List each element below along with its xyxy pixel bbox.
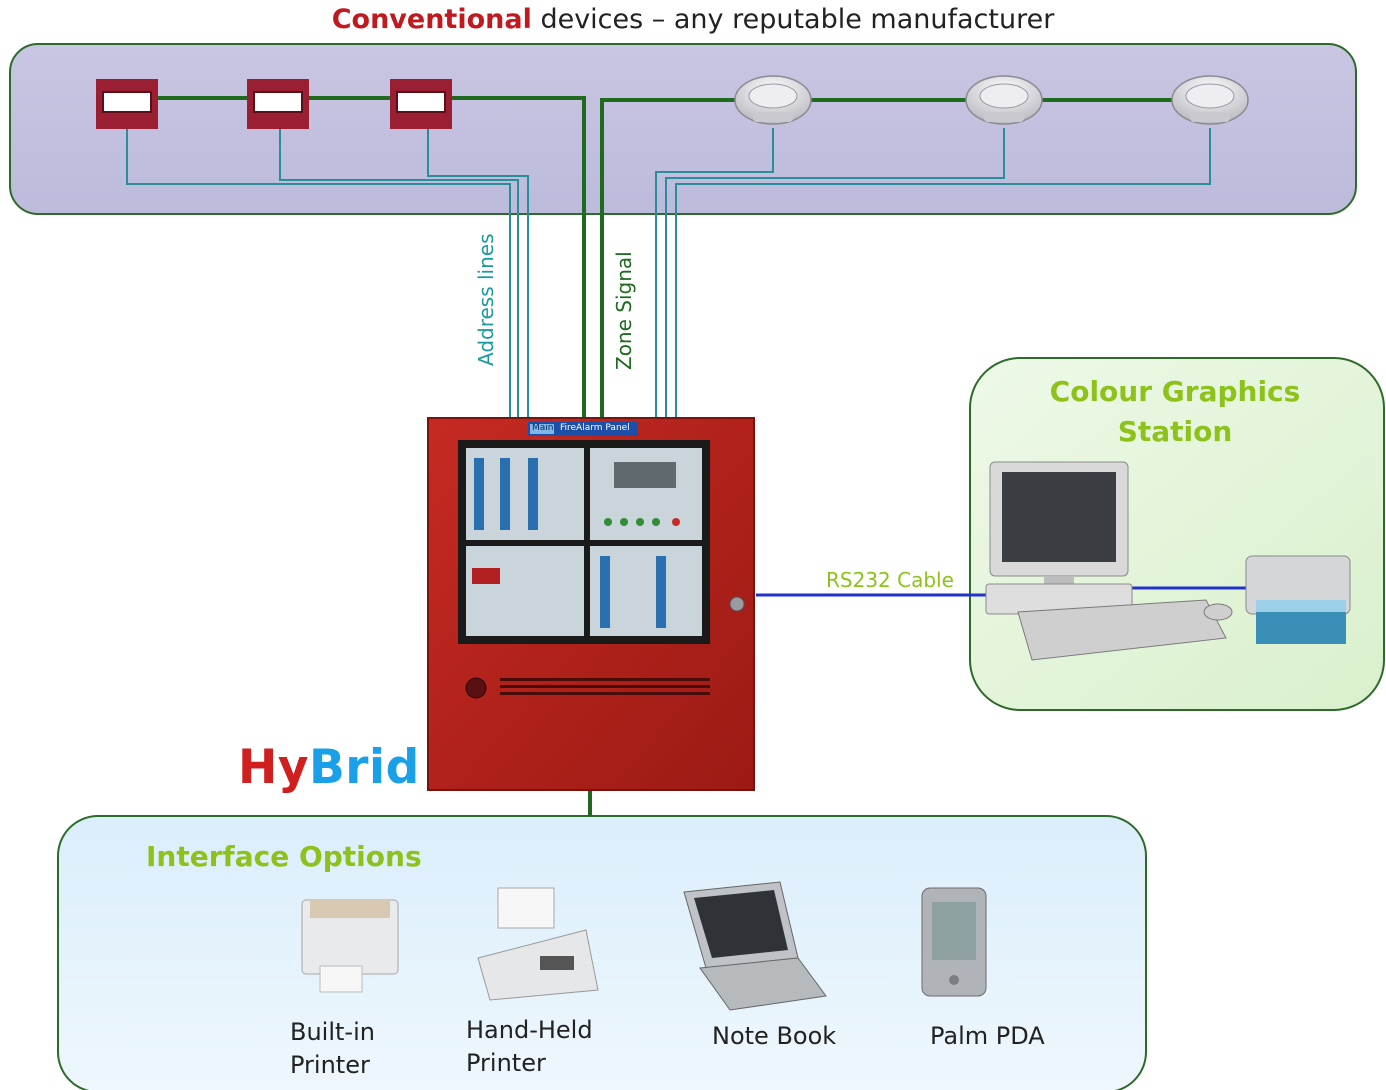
device-label-line2: Printer (466, 1049, 546, 1077)
palm-pda-icon (921, 887, 987, 997)
hybrid-part2: Brid (308, 740, 420, 795)
hybrid-logo: HyBrid (238, 740, 420, 795)
address-lines (126, 128, 1211, 420)
device-label-line1: Built-in (290, 1018, 375, 1046)
conventional-devices-box (9, 43, 1357, 215)
panel-text: FireAlarm Panel (560, 423, 630, 433)
notebook-icon (683, 881, 827, 1011)
interface-options-title: Interface Options (146, 840, 422, 873)
device-label-line1: Hand-Held (466, 1016, 593, 1044)
call-point-3 (390, 79, 452, 129)
device-label-line2: Printer (290, 1051, 370, 1079)
zone-signal-label: Zone Signal (612, 251, 636, 370)
smoke-detector-1 (734, 75, 812, 125)
device-label-palm-pda: Palm PDA (930, 1022, 1045, 1050)
device-label-notebook: Note Book (712, 1022, 837, 1050)
title-emphasis: Conventional (331, 4, 532, 35)
desktop-computer (985, 461, 1233, 661)
handheld-printer-icon (477, 887, 599, 1001)
colour-printer (1245, 555, 1351, 644)
smoke-detector-2 (965, 75, 1043, 125)
call-point-2 (247, 79, 309, 129)
title-rest: devices – any reputable manufacturer (540, 4, 1055, 35)
device-label-built-in-printer: Built-in Printer (290, 1016, 375, 1082)
fire-alarm-panel (427, 417, 755, 791)
diagram-title: Conventional devices – any reputable man… (0, 4, 1386, 35)
built-in-printer-icon (301, 899, 399, 993)
device-label-handheld-printer: Hand-Held Printer (466, 1014, 593, 1080)
panel-tag: Main (532, 423, 554, 433)
graphics-station-title: Colour Graphics Station (1049, 375, 1301, 448)
smoke-detector-3 (1171, 75, 1249, 125)
call-point-1 (96, 79, 158, 129)
interface-options-box (57, 815, 1147, 1090)
hybrid-part1: Hy (238, 740, 309, 795)
address-lines-label: Address lines (474, 233, 498, 366)
rs232-label: RS232 Cable (826, 568, 954, 592)
